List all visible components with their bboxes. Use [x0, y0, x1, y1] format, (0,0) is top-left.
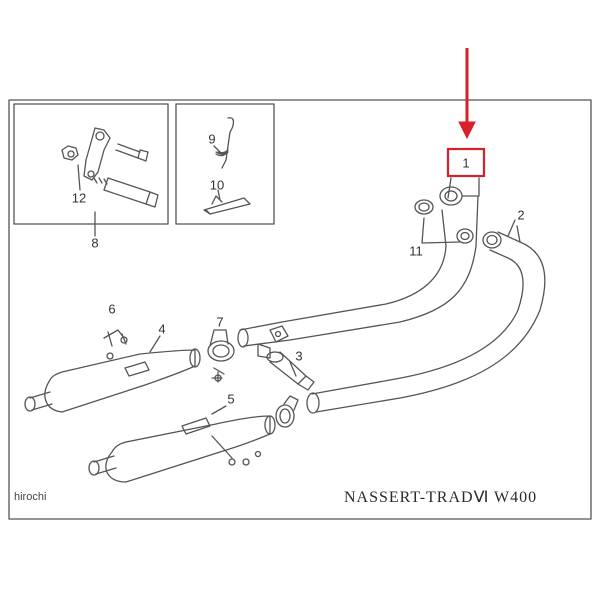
- leader-10: [217, 189, 221, 201]
- leader-5: [211, 405, 227, 415]
- model-name: NASSERT-TRADⅥ W400: [344, 489, 538, 506]
- exhaust-pipe-1: [237, 195, 479, 348]
- leader-9: [213, 145, 221, 153]
- spring-clip-drawing: [203, 117, 251, 215]
- gasket-11-lower: [456, 228, 474, 244]
- part-number-2: 2: [517, 207, 525, 223]
- part-number-6: 6: [108, 301, 116, 317]
- leader-3: [289, 361, 297, 377]
- muffler-4: [24, 331, 201, 413]
- leader-11: [421, 217, 461, 244]
- footrest-bracket-drawing: [61, 127, 159, 208]
- muffler-5: [88, 415, 276, 483]
- part-number-4: 4: [158, 321, 166, 337]
- leader-2: [507, 219, 516, 237]
- part-number-8: 8: [91, 235, 99, 251]
- diagram-frame: [8, 99, 592, 520]
- leader-7: [209, 329, 229, 347]
- part-number-3: 3: [295, 348, 303, 364]
- leader-4: [149, 335, 161, 353]
- highlight-part-1: [446, 48, 486, 178]
- leader-6: [103, 329, 125, 339]
- leader-12: [77, 164, 81, 191]
- exhaust-pipe-2: [306, 225, 546, 414]
- red-highlight-box: [446, 147, 486, 178]
- clamp-7: [207, 340, 235, 362]
- connector-pipe-3: [257, 325, 315, 391]
- clamp-lower: [275, 404, 295, 428]
- part-number-11: 11: [409, 243, 423, 259]
- part-number-9: 9: [208, 131, 216, 147]
- part-number-10: 10: [209, 177, 225, 193]
- gasket-1: [439, 186, 463, 206]
- part-number-7: 7: [216, 314, 224, 330]
- inset-box-8: [13, 103, 169, 225]
- part-number-1: 1: [462, 155, 470, 171]
- gasket-11-upper: [414, 199, 434, 215]
- watermark-text: hirochi: [14, 491, 47, 503]
- part-number-5: 5: [227, 391, 235, 407]
- part-number-12: 12: [71, 190, 87, 206]
- pipe-2-flange: [482, 231, 502, 249]
- red-arrow-head: [458, 121, 476, 140]
- inset-box-9-10: [175, 103, 275, 225]
